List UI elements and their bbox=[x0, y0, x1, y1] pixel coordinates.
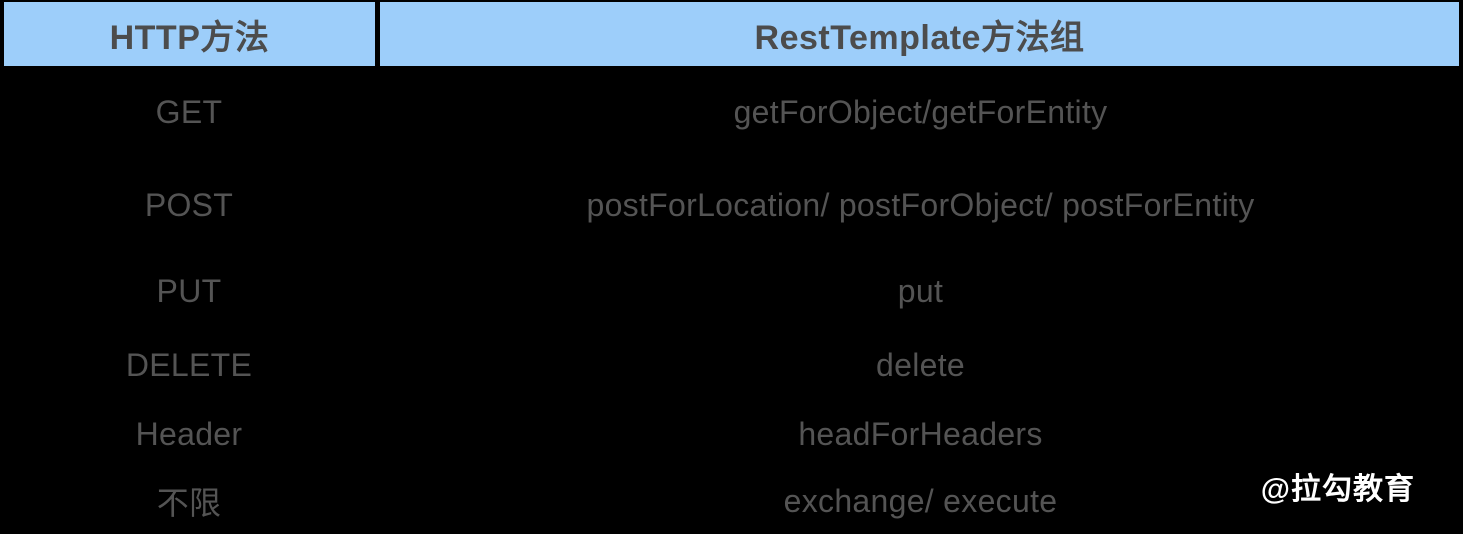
table-row: PUT put bbox=[0, 252, 1463, 330]
lagou-education-watermark: @拉勾教育 bbox=[1260, 473, 1415, 506]
http-method-cell: Header bbox=[135, 415, 243, 452]
http-method-cell: 不限 bbox=[156, 485, 222, 521]
resttemplate-methods-cell: exchange/ execute bbox=[783, 482, 1058, 519]
table-row: 不限 exchange/ execute bbox=[0, 468, 1463, 534]
http-method-cell: PUT bbox=[156, 272, 222, 309]
resttemplate-methods-cell: postForLocation/ postForObject/ postForE… bbox=[586, 186, 1255, 223]
resttemplate-methods-cell: delete bbox=[876, 346, 965, 383]
http-method-cell: POST bbox=[144, 186, 234, 223]
resttemplate-methods-cell: put bbox=[897, 272, 944, 309]
resttemplate-methods-cell: headForHeaders bbox=[798, 415, 1043, 452]
resttemplate-methods-cell: getForObject/getForEntity bbox=[733, 93, 1108, 130]
table-row: DELETE delete bbox=[0, 330, 1463, 400]
http-method-cell: GET bbox=[155, 93, 223, 130]
table-row: GET getForObject/getForEntity bbox=[0, 66, 1463, 158]
http-method-cell: DELETE bbox=[125, 346, 253, 383]
table-row: POST postForLocation/ postForObject/ pos… bbox=[0, 158, 1463, 252]
table-header-row: HTTP方法 RestTemplate方法组 bbox=[0, 2, 1463, 66]
table-row: Header headForHeaders bbox=[0, 400, 1463, 468]
column-header-http-method: HTTP方法 bbox=[4, 2, 375, 66]
column-header-resttemplate-method-group: RestTemplate方法组 bbox=[380, 2, 1459, 66]
